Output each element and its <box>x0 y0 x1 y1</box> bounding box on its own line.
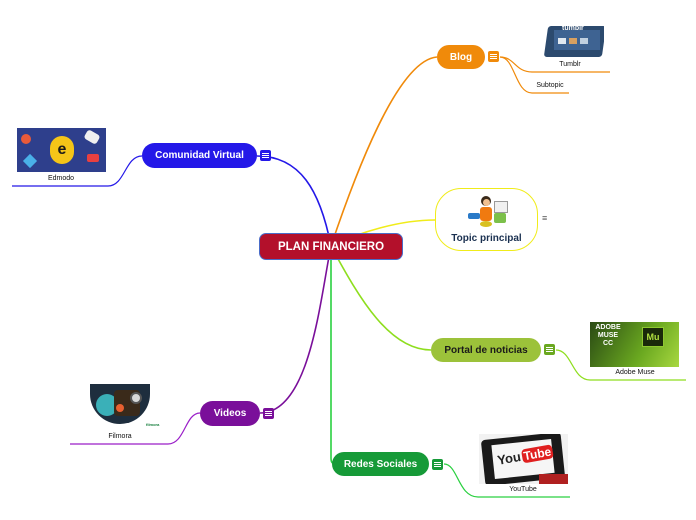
branch-comunidad-virtual[interactable]: Comunidad Virtual <box>142 143 257 168</box>
connector-filmora <box>70 412 201 445</box>
adobe-muse-image: ADOBE MUSE CC Mu <box>590 322 679 367</box>
branch-portal-de-noticias[interactable]: Portal de noticias <box>431 338 541 362</box>
muse-logo: Mu <box>646 332 660 342</box>
subtopic-edmodo[interactable]: Edmodo <box>47 175 75 182</box>
muse-text-line-1: ADOBE <box>595 324 621 331</box>
connector-portal <box>330 245 432 351</box>
branch-topic-principal[interactable]: Topic principal <box>435 188 538 251</box>
connector-edmodo <box>12 155 143 187</box>
connector-subtopic <box>499 56 569 94</box>
central-topic[interactable]: PLAN FINANCIERO <box>259 233 403 260</box>
branch-videos[interactable]: Videos <box>200 401 260 426</box>
filmora-mark: filmora <box>146 422 160 427</box>
branch-blog[interactable]: Blog <box>437 45 485 69</box>
connector-blog <box>330 56 438 247</box>
edmodo-image: e <box>17 128 106 172</box>
connector-adobe-muse <box>555 349 686 381</box>
subtopic-adobe-muse[interactable]: Adobe Muse <box>615 369 655 376</box>
muse-text-line-2: MUSE <box>597 332 619 339</box>
subtopic-tumblr[interactable]: Tumblr <box>559 61 581 68</box>
tumblr-wordmark: tumblr <box>562 25 584 32</box>
subtopic-youtube[interactable]: YouTube <box>509 486 537 493</box>
youtube-image: You Tube <box>479 434 568 484</box>
topic-principal-label: Topic principal <box>451 233 522 244</box>
note-icon[interactable] <box>488 51 499 62</box>
note-icon[interactable] <box>432 459 443 470</box>
menu-icon[interactable]: ≡ <box>542 213 548 223</box>
tumblr-image: tumblr <box>536 24 604 57</box>
muse-text-line-3: CC <box>602 340 614 347</box>
person-money-illustration <box>468 196 508 232</box>
connector-youtube <box>443 463 570 498</box>
note-icon[interactable] <box>263 408 274 419</box>
connector-videos <box>259 245 332 414</box>
note-icon[interactable] <box>260 150 271 161</box>
edmodo-logo: e <box>57 141 67 158</box>
branch-redes-sociales[interactable]: Redes Sociales <box>332 452 429 476</box>
note-icon[interactable] <box>544 344 555 355</box>
filmora-image: filmora <box>90 384 168 431</box>
subtopic-generic[interactable]: Subtopic <box>536 82 564 89</box>
subtopic-filmora[interactable]: Filmora <box>108 433 132 440</box>
connector-redes <box>330 246 337 465</box>
